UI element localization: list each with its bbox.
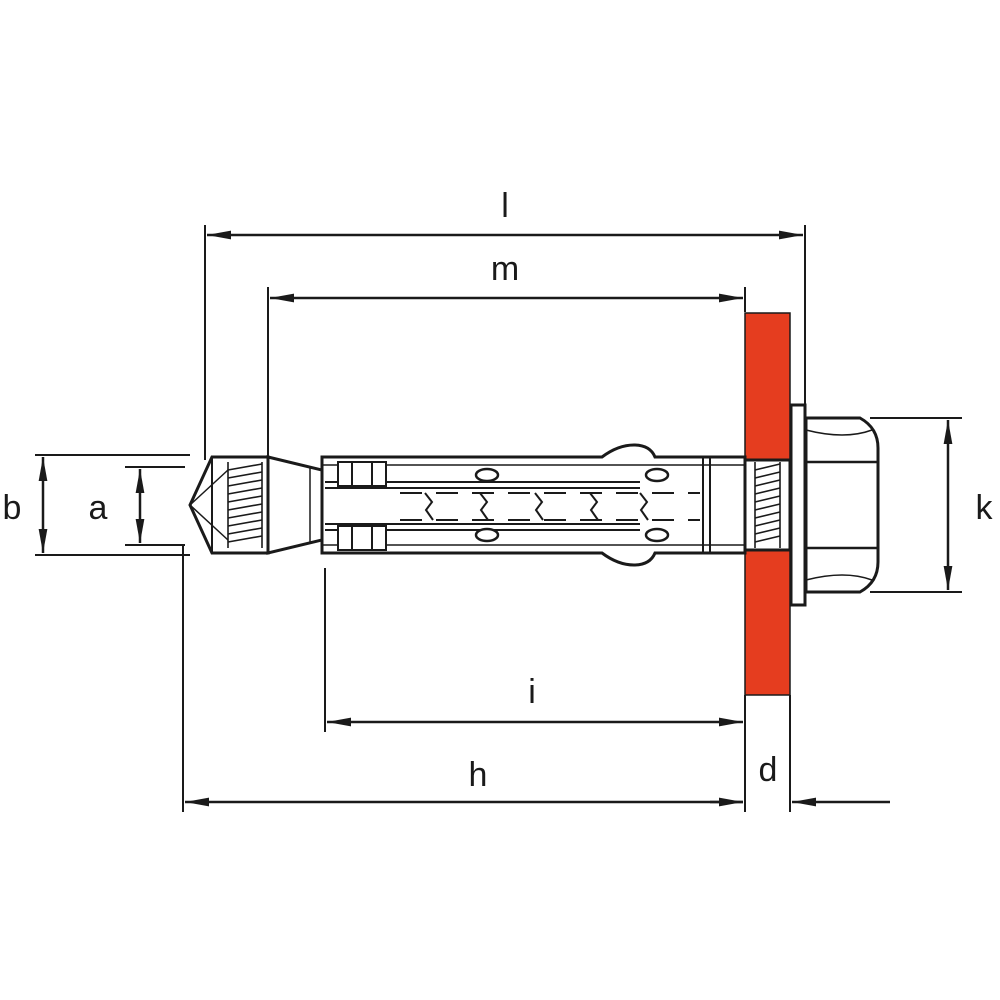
bolt-through-fixture xyxy=(743,458,792,552)
hex-nut xyxy=(804,416,880,594)
dimension-lines xyxy=(38,230,953,807)
label-b: b xyxy=(3,489,22,527)
label-l: l xyxy=(501,187,509,225)
expansion-cone xyxy=(266,455,324,555)
anchor-sleeve xyxy=(320,443,747,567)
extension-lines xyxy=(35,225,962,812)
label-h: h xyxy=(469,756,488,794)
label-a: a xyxy=(89,489,108,527)
label-d: d xyxy=(759,751,778,789)
washer xyxy=(789,403,807,607)
label-m: m xyxy=(491,250,519,288)
threaded-tip xyxy=(188,455,270,555)
label-k: k xyxy=(976,489,994,527)
label-i: i xyxy=(528,673,536,711)
